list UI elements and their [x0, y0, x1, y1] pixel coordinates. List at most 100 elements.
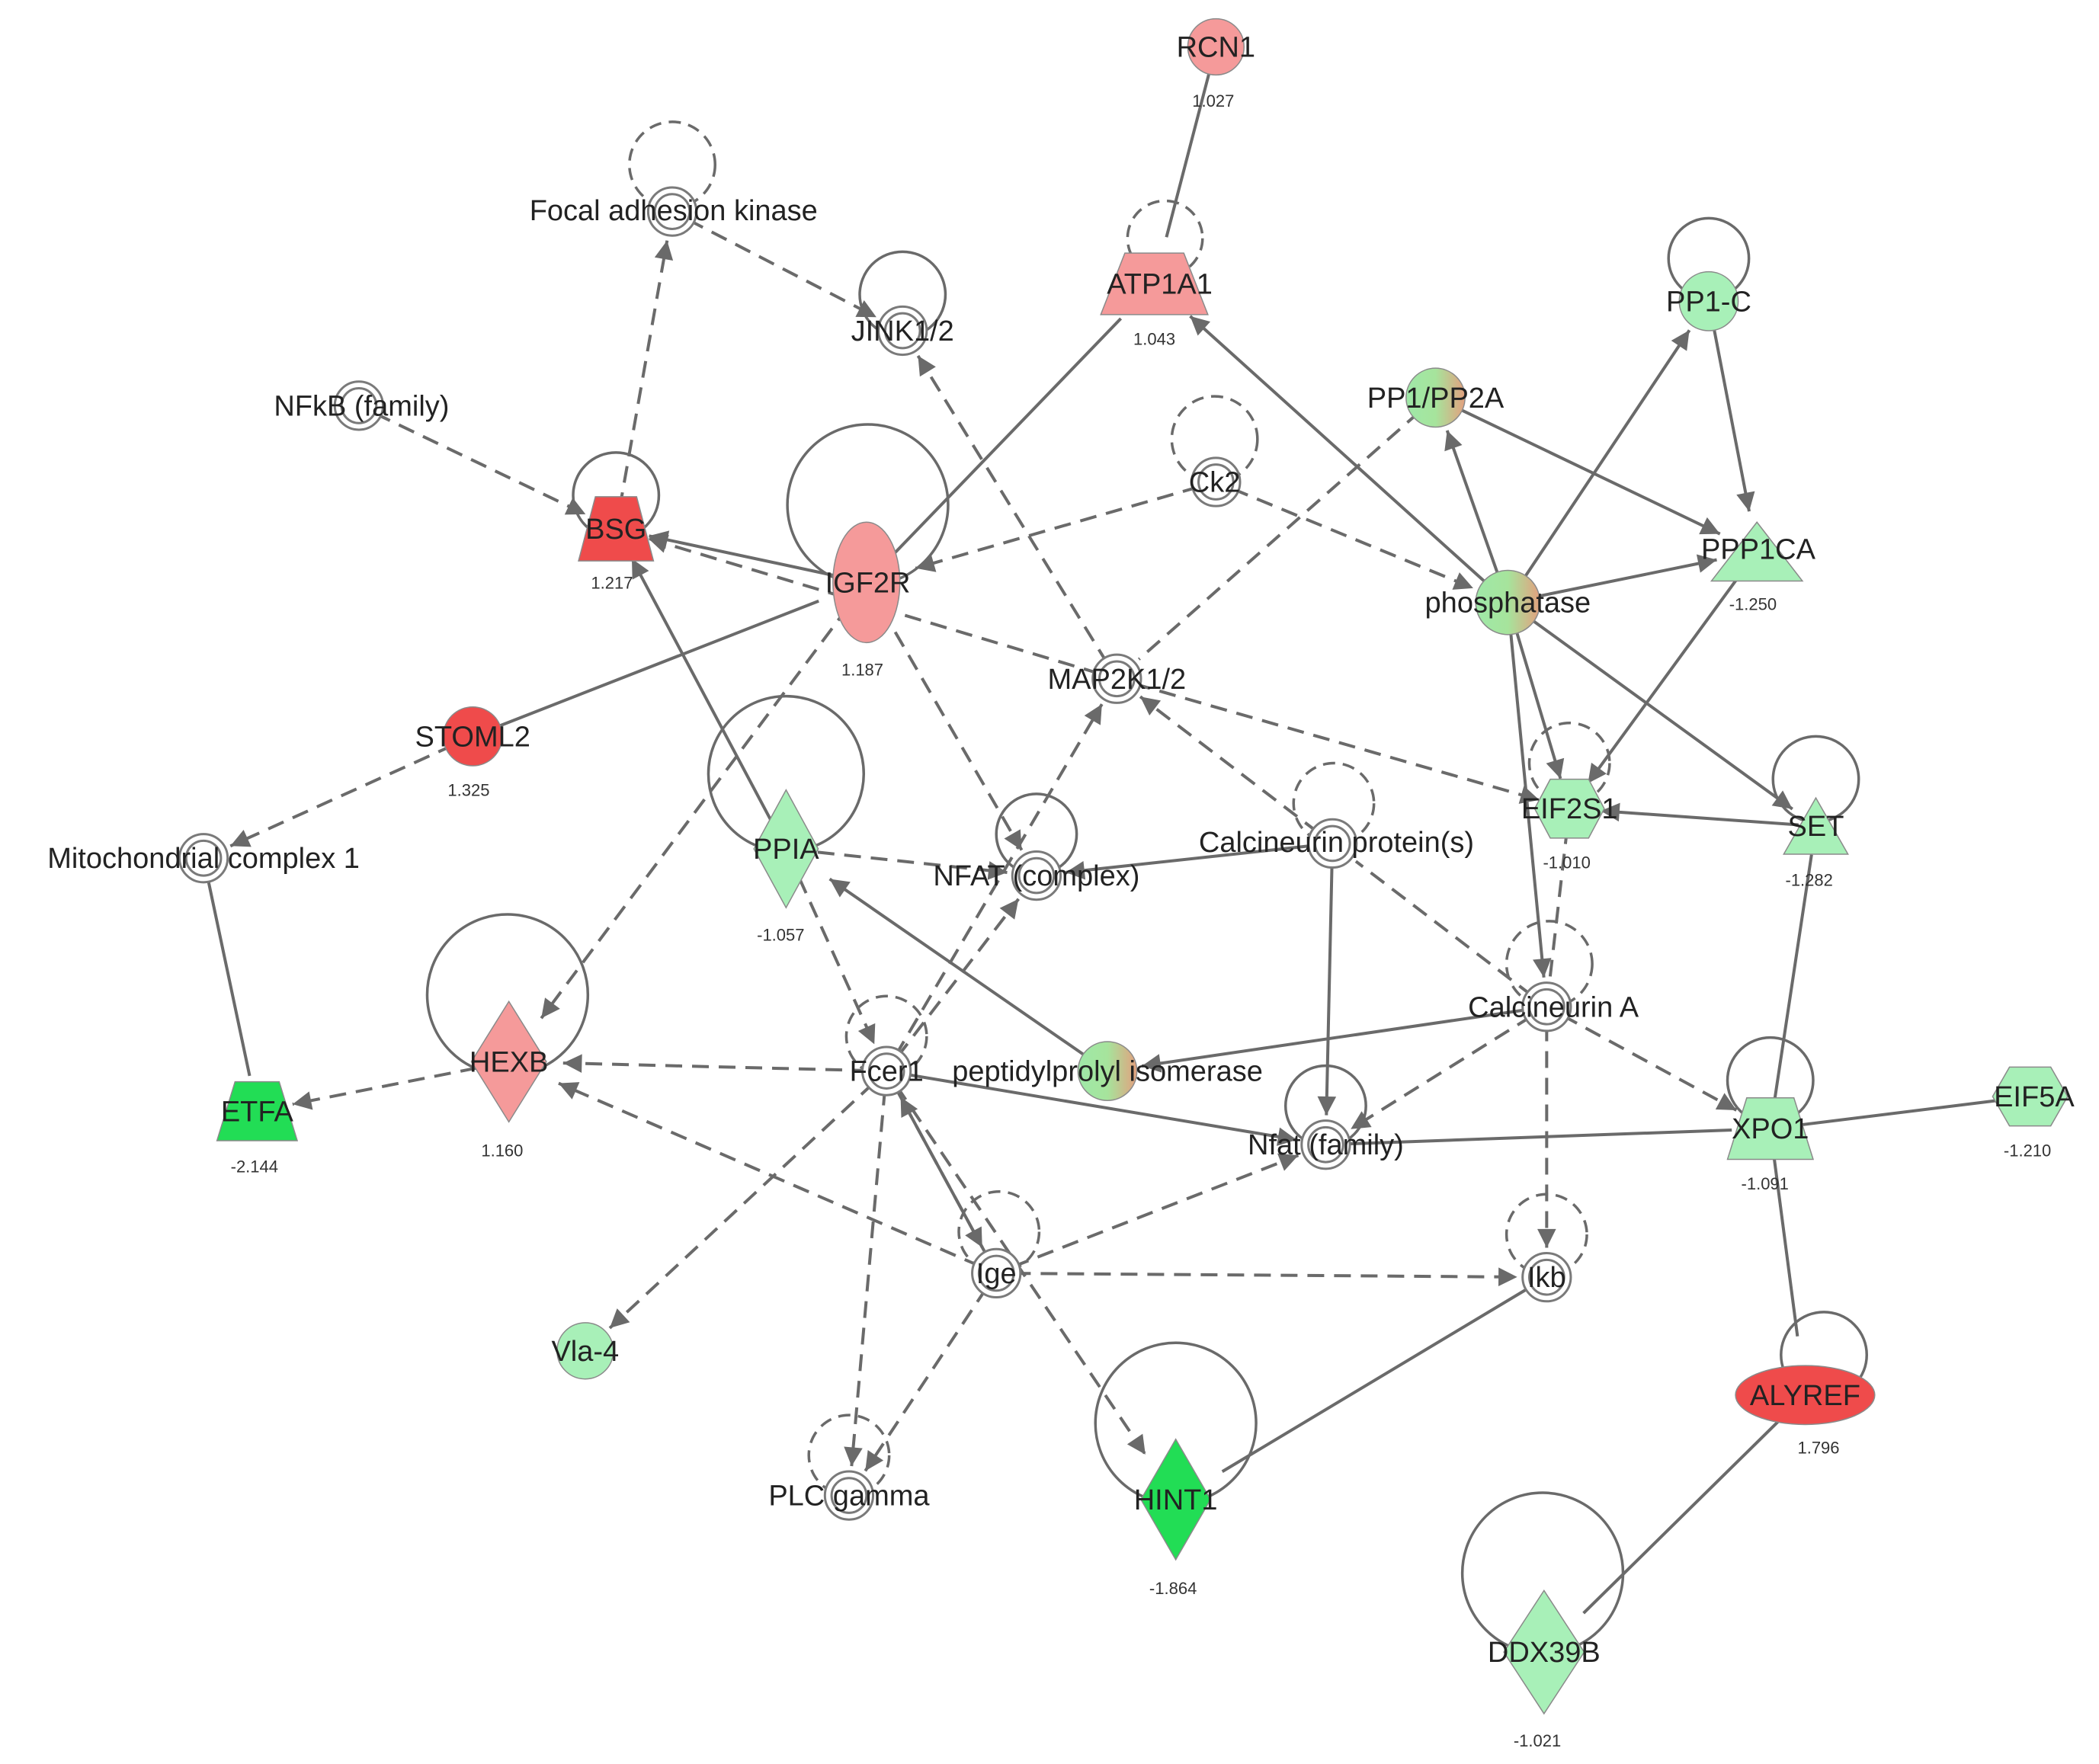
arrowhead-phos-atp1a1 — [1190, 315, 1211, 336]
node-label-mito: Mitochondrial complex 1 — [47, 843, 360, 875]
node-nfatc[interactable]: NFAT (complex) — [933, 850, 1139, 901]
arrowhead-ige-plcg — [865, 1450, 884, 1471]
node-ppia[interactable]: PPIA-1.057 — [753, 789, 819, 945]
node-map2k[interactable]: MAP2K1/2 — [1048, 653, 1187, 704]
node-label-set: SET — [1788, 811, 1844, 843]
node-label-xpo1: XPO1 — [1732, 1113, 1809, 1145]
arrowhead-ck2-phos — [1452, 572, 1473, 590]
node-ring-inner — [340, 387, 378, 424]
node-ppp1ca[interactable]: PPP1CA-1.250 — [1701, 521, 1816, 613]
arrowhead-phos-set — [1771, 790, 1793, 809]
node-nfkb[interactable]: NFkB (family) — [274, 380, 449, 431]
arrowhead-fcer1-hexb — [562, 1054, 582, 1073]
edge-mito-etfa — [205, 875, 252, 1077]
node-ddx39b[interactable]: DDX39B-1.021 — [1488, 1589, 1601, 1750]
edge-set-eif2s1 — [1601, 809, 1799, 827]
node-nfatf[interactable]: Nfat (family) — [1248, 1119, 1404, 1170]
node-label-fak: Focal adhesion kinase — [530, 195, 818, 227]
edge-fcer1-nfatf — [903, 1072, 1297, 1141]
edge-phos-ppp1ca — [1529, 558, 1717, 600]
arrowhead-bsg-fak — [654, 240, 674, 261]
arrowhead-pp1pp2a-ppp1ca — [1699, 517, 1720, 535]
node-diamond — [470, 1000, 547, 1123]
node-label-map2k: MAP2K1/2 — [1048, 664, 1187, 696]
edge-igf2r-bsg — [649, 534, 837, 578]
node-fcer1[interactable]: Fcer1 — [850, 1045, 924, 1096]
edge-phos-set — [1525, 614, 1793, 811]
arrowhead-ige-fcer1 — [900, 1096, 918, 1119]
node-eif5a[interactable]: EIF5A-1.210 — [1992, 1066, 2075, 1160]
node-hexagon — [1992, 1066, 2069, 1127]
node-value-eif5a: -1.210 — [2004, 1141, 2051, 1160]
edge-stoml2-mito — [229, 743, 455, 848]
edge-eif2s1-cala — [1548, 827, 1569, 978]
edges — [205, 66, 1997, 1615]
edge-fcer1-hexb — [562, 1061, 869, 1073]
edge-ige-plcg — [864, 1287, 989, 1472]
node-circle — [556, 1322, 614, 1380]
edge-ige-fcer1 — [899, 1096, 989, 1259]
arrowhead-calp-nfatf — [1317, 1096, 1337, 1116]
node-value-xpo1: -1.091 — [1742, 1174, 1789, 1193]
node-eif2s1[interactable]: EIF2S1-1.010 — [1521, 778, 1618, 872]
node-pp1c[interactable]: PP1-C — [1666, 271, 1751, 331]
node-label-cala: Calcineurin A — [1468, 991, 1639, 1023]
node-label-nfkb: NFkB (family) — [274, 390, 449, 422]
node-hint1[interactable]: HINT1-1.864 — [1134, 1438, 1218, 1598]
node-ring-inner — [653, 193, 691, 230]
edge-cala-xpo1 — [1561, 1013, 1738, 1112]
node-circle — [1678, 271, 1739, 331]
edge-rcn1-atp1a1 — [1165, 66, 1213, 238]
node-jnk[interactable]: JINK1/2 — [851, 305, 954, 357]
node-set[interactable]: SET-1.282 — [1783, 796, 1849, 889]
node-ring-inner — [883, 312, 921, 350]
node-ring-inner — [1017, 856, 1056, 895]
edge-igf2r-hexb — [540, 606, 850, 1020]
node-ck2[interactable]: Ck2 — [1189, 456, 1242, 507]
node-ppi[interactable]: peptidylprolyl isomerase — [952, 1041, 1263, 1102]
node-value-atp1a1: 1.043 — [1133, 330, 1175, 349]
edge-phos-eif2s1 — [1512, 623, 1562, 780]
node-label-alyref: ALYREF — [1750, 1380, 1860, 1412]
edge-ppia-fcer1 — [797, 877, 876, 1045]
edge-ppi-ppia — [828, 877, 1091, 1061]
node-etfa[interactable]: ETFA-2.144 — [216, 1080, 299, 1177]
arrowhead-ppia-nfatc — [987, 861, 1008, 880]
node-calp[interactable]: Calcineurin protein(s) — [1199, 818, 1474, 869]
edge-phos-pp1pp2a — [1445, 430, 1502, 582]
node-circle — [1475, 569, 1541, 635]
node-pp1pp2a[interactable]: PP1/PP2A — [1367, 367, 1505, 428]
node-ring-inner — [977, 1254, 1015, 1292]
node-label-ppia: PPIA — [753, 834, 819, 866]
node-xpo1[interactable]: XPO1 -1.091 — [1726, 1096, 1814, 1193]
node-value-hint1: -1.864 — [1149, 1579, 1197, 1598]
node-cala[interactable]: Calcineurin A — [1468, 981, 1639, 1032]
edge-calp-nfatf — [1325, 861, 1334, 1116]
edge-map2k-eif2s1 — [1133, 682, 1540, 802]
arrowhead-fcer1-map2k — [1084, 704, 1102, 725]
node-trapezoid — [1726, 1096, 1814, 1161]
node-label-fcer1: Fcer1 — [850, 1056, 924, 1088]
node-value-stoml2: 1.325 — [447, 781, 489, 800]
node-label-etfa: ETFA — [221, 1096, 294, 1128]
arrowhead-fak-jnk — [855, 299, 876, 318]
node-ikb[interactable]: Ikb — [1521, 1252, 1572, 1303]
node-ige[interactable]: Ige — [971, 1247, 1022, 1299]
node-vla4[interactable]: Vla-4 — [551, 1322, 619, 1380]
node-plcg[interactable]: PLC gamma — [768, 1470, 930, 1521]
node-mito[interactable]: Mitochondrial complex 1 — [47, 833, 360, 884]
node-diamond — [1140, 1438, 1212, 1561]
arrowhead-ppi-ppia — [829, 879, 851, 898]
node-phos[interactable]: phosphatase — [1425, 569, 1591, 635]
arrowhead-ck2-igf2r — [915, 554, 937, 572]
edge-cala-ppi — [1141, 1007, 1530, 1068]
node-trapezoid — [216, 1080, 299, 1141]
node-fak[interactable]: Focal adhesion kinase — [530, 186, 818, 237]
